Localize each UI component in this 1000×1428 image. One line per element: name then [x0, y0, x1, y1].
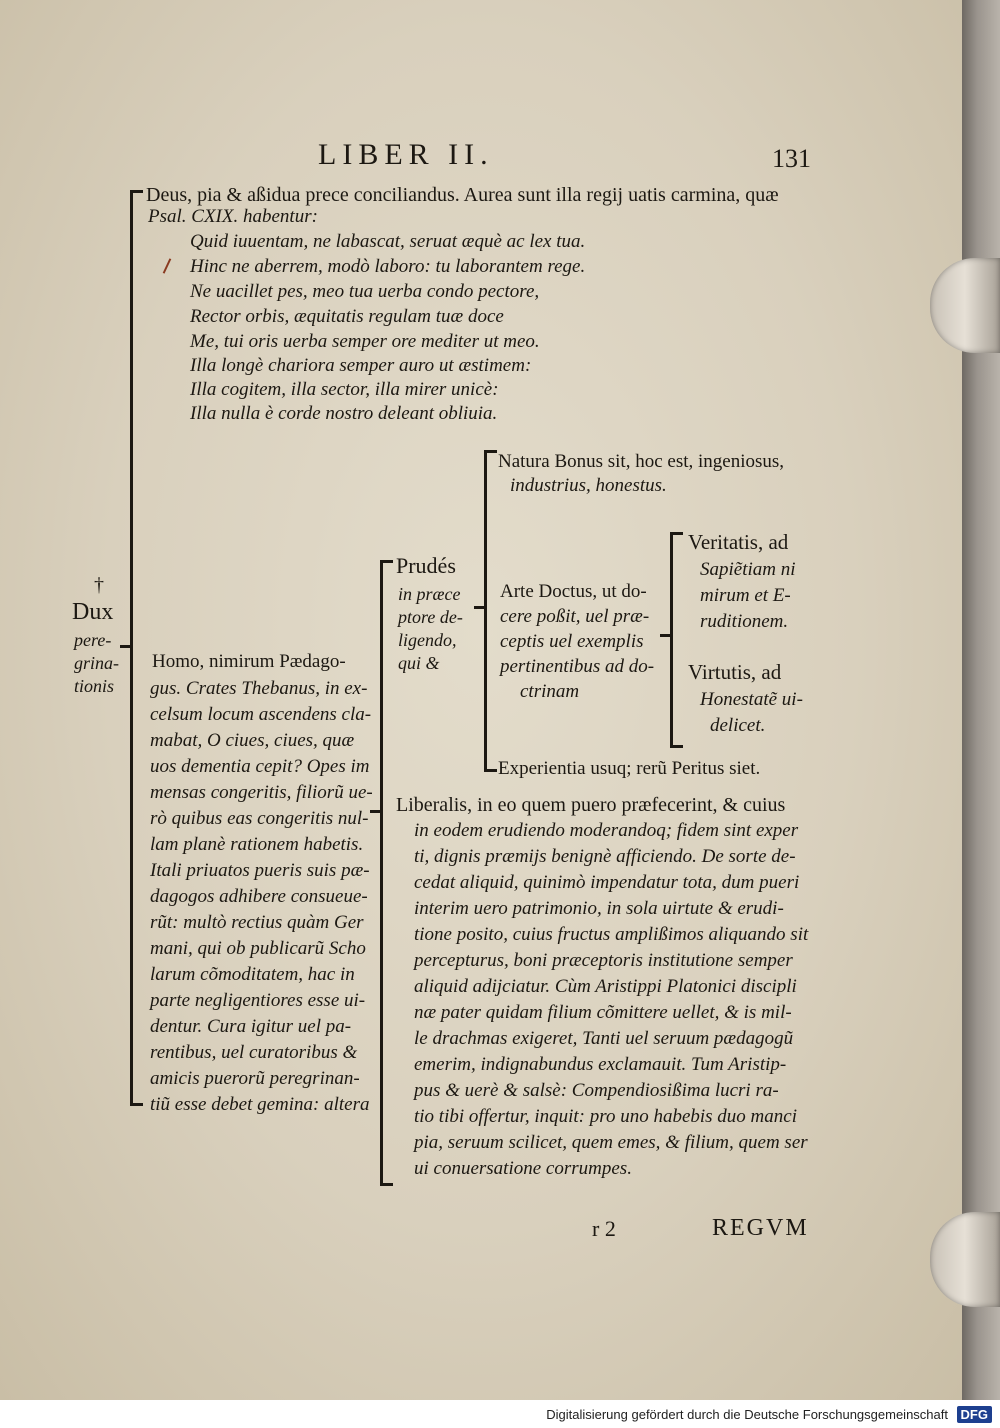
dux-label: grina- [74, 653, 119, 673]
liberalis-line: emerim, indignabundus exclamauit. Tum Ar… [414, 1054, 787, 1075]
liberalis-line: aliquid adijciatur. Cùm Aristippi Platon… [414, 976, 797, 997]
footer-bar: Digitalisierung gefördert durch die Deut… [0, 1400, 1000, 1428]
liberalis-line: cedat aliquid, quinimò impendatur tota, … [414, 872, 800, 893]
verse-line: Me, tui oris uerba semper ore mediter ut… [190, 331, 540, 352]
homo-brace [380, 560, 393, 1186]
prudens-line: ptore de- [398, 607, 463, 627]
veritatis-line: mirum et E- [700, 585, 791, 606]
virtutis-label: Virtutis, ad [688, 660, 782, 684]
homo-line: mensas congeritis, filiorũ ue- [150, 782, 373, 803]
deus-line-1: Deus, pia & aßidua prece conciliandus. A… [146, 184, 779, 206]
liberalis-line: ti, dignis præmijs benignè afficiendo. D… [414, 846, 796, 867]
natura-line: Natura Bonus sit, hoc est, ingeniosus, [498, 451, 785, 472]
homo-line: rò quibus eas congeritis nul- [150, 808, 369, 829]
homo-line: larum cõmoditatem, hac in [150, 964, 355, 985]
veritatis-label: Veritatis, ad [688, 530, 789, 554]
prudens-line: qui & [398, 653, 440, 673]
arte-line: ctrinam [520, 681, 580, 702]
experientia-line: Experientia usuq; rerũ Peritus siet. [498, 758, 761, 779]
clasp-bottom [930, 1212, 1000, 1307]
verse-line: Quid iuuentam, ne labascat, seruat æquè … [190, 231, 586, 252]
homo-line: Itali priuatos pueris suis pæ- [150, 860, 370, 881]
deus-line-2: Psal. CXIX. habentur: [148, 206, 318, 227]
homo-brace-point [370, 810, 380, 813]
arte-line: ceptis uel exemplis [500, 631, 644, 652]
dux-label: tionis [74, 676, 115, 696]
outer-brace-point [120, 645, 130, 648]
liberalis-line: le drachmas exigeret, Tanti uel seruum p… [414, 1028, 794, 1049]
homo-line: gus. Crates Thebanus, in ex- [150, 678, 368, 699]
verse-line: Illa nulla è corde nostro deleant obliui… [190, 403, 498, 424]
homo-line: rentibus, uel curatoribus & [150, 1042, 358, 1063]
homo-line: mani, qui ob publicarũ Scho [150, 938, 366, 959]
liberalis-line: pia, seruum scilicet, quem emes, & filiu… [414, 1132, 808, 1153]
arte-brace-point [660, 634, 670, 637]
arte-line: Arte Doctus, ut do- [500, 581, 647, 602]
verse-line: Rector orbis, æquitatis regulam tuæ doce [190, 306, 504, 327]
prudens-line: ligendo, [398, 630, 457, 650]
dux-label: Dux [72, 599, 114, 625]
homo-line: dentur. Cura igitur uel pa- [150, 1016, 352, 1037]
homo-line: mabat, O ciues, ciues, quæ [150, 730, 355, 751]
arte-line: cere poßit, uel præ- [500, 606, 650, 627]
liberalis-line: Liberalis, in eo quem puero præfecerint,… [396, 794, 786, 816]
verse-line: Illa longè chariora semper auro ut æstim… [190, 355, 532, 376]
homo-line: dagogos adhibere consueue- [150, 886, 368, 907]
virtutis-line: delicet. [710, 715, 766, 736]
outer-brace [130, 190, 143, 1106]
homo-line: tiũ esse debet gemina: altera [150, 1094, 370, 1115]
footer-credit: Digitalisierung gefördert durch die Deut… [546, 1407, 948, 1422]
liberalis-line: ui conuersatione corrumpes. [414, 1158, 632, 1179]
homo-line: amicis puerorũ peregrinan- [150, 1068, 360, 1089]
prudens-line: in præce [398, 584, 461, 604]
liberalis-line: næ pater quidam filium cõmittere uellet,… [414, 1002, 792, 1023]
signature-mark: r 2 [592, 1216, 616, 1241]
veritatis-line: Sapiẽtiam ni [700, 559, 796, 580]
book-edge [962, 0, 1000, 1400]
arte-brace [670, 532, 683, 748]
homo-line: uos dementia cepit? Opes im [150, 756, 370, 777]
prudens-brace-point [474, 606, 484, 609]
verse-line: Ne uacillet pes, meo tua uerba condo pec… [190, 281, 540, 302]
catchword: REGVM [712, 1215, 809, 1241]
natura-line: industrius, honestus. [510, 475, 667, 496]
liberalis-line: in eodem erudiendo moderandoq; fidem sin… [414, 820, 799, 841]
homo-line: parte negligentiores esse ui- [150, 990, 366, 1011]
liberalis-line: pus & uerè & salsè: Compendiosißima lucr… [414, 1080, 779, 1101]
homo-line: lam planè rationem habetis. [150, 834, 364, 855]
virtutis-line: Honestatẽ ui- [700, 689, 803, 710]
liberalis-line: interim uero patrimonio, in sola uirtute… [414, 898, 784, 919]
homo-line: Homo, nimirum Pædago- [152, 651, 346, 672]
veritatis-line: ruditionem. [700, 611, 789, 632]
page-number: 131 [772, 144, 811, 173]
liberalis-line: tione posito, cuius fructus amplißimos a… [414, 924, 809, 945]
homo-line: celsum locum ascendens cla- [150, 704, 372, 725]
book-page: LIBER II. 131 Deus, pia & aßidua prece c… [0, 0, 962, 1400]
running-title: LIBER II. [318, 138, 494, 171]
prudens-brace [484, 450, 497, 772]
liberalis-line: percepturus, boni præceptoris institutio… [414, 950, 793, 971]
homo-line: rũt: multò rectius quàm Ger [150, 912, 364, 933]
verse-line: Illa cogitem, illa sector, illa mirer un… [190, 379, 499, 400]
prudens-label: Prudés [396, 553, 456, 578]
liberalis-line: tio tibi offertur, inquit: pro uno habeb… [414, 1106, 797, 1127]
dagger-mark: † [94, 574, 104, 596]
verse-line: Hinc ne aberrem, modò laboro: tu laboran… [190, 256, 586, 277]
dfg-logo: DFG [956, 1406, 992, 1423]
arte-line: pertinentibus ad do- [500, 656, 655, 677]
clasp-top [930, 258, 1000, 353]
dux-label: pere- [74, 630, 112, 650]
ink-mark [162, 258, 172, 274]
